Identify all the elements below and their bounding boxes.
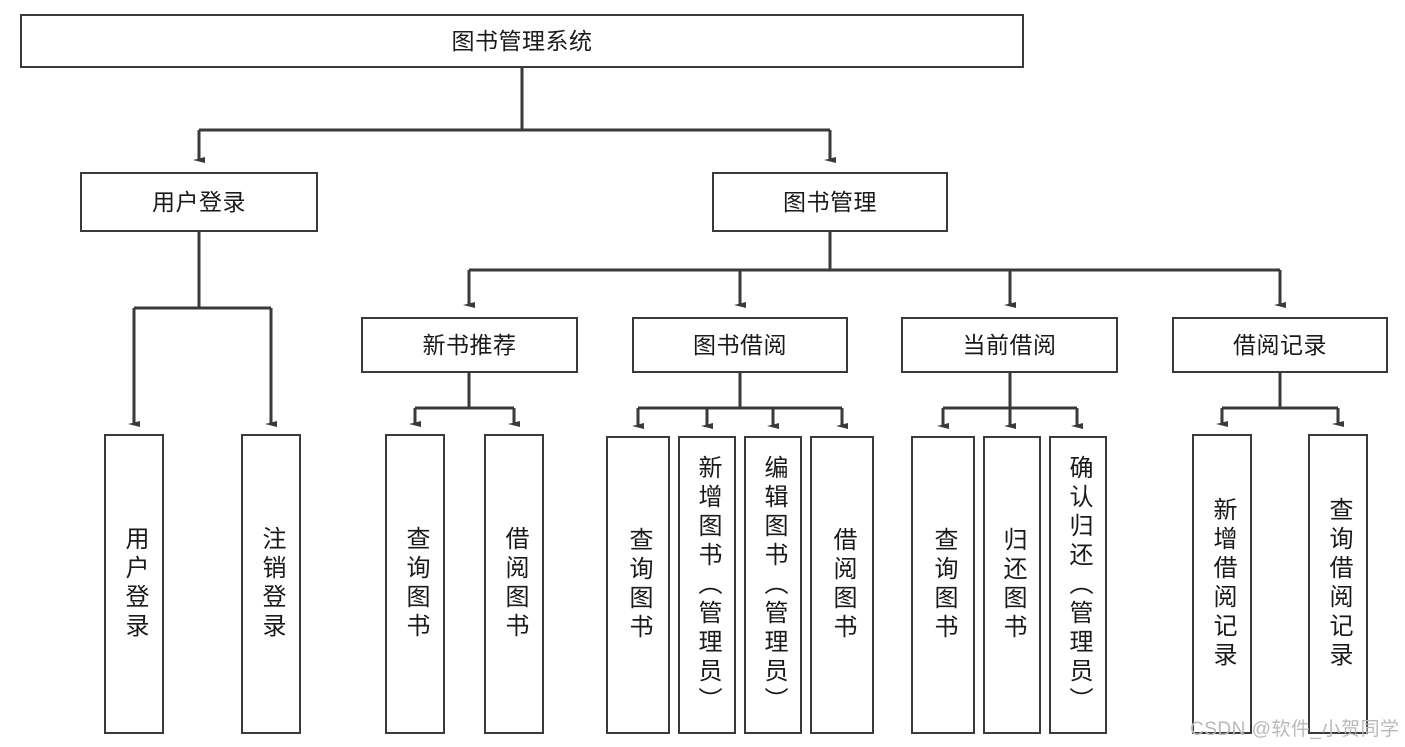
node-label: 用户登录 <box>121 526 148 642</box>
csdn-watermark: CSDN @软件_小贺同学 <box>1190 719 1400 740</box>
node-label: 注销登录 <box>258 526 285 642</box>
node-label: 新书推荐 <box>422 331 517 358</box>
node-book-management[interactable]: 图书管理 <box>712 172 948 232</box>
node-label: 借阅图书 <box>501 526 528 642</box>
node-label: 借阅图书 <box>829 527 856 643</box>
node-label: 借阅记录 <box>1233 331 1327 358</box>
node-leaf-borrow-book-1[interactable]: 借阅图书 <box>484 434 544 734</box>
node-leaf-return-book[interactable]: 归还图书 <box>983 436 1041 734</box>
node-leaf-logout-login[interactable]: 注销登录 <box>241 434 301 734</box>
node-label: 新增借阅记录 <box>1209 497 1236 671</box>
node-label: 新增图书（管理员） <box>694 454 721 716</box>
node-leaf-edit-book[interactable]: 编辑图书（管理员） <box>744 436 802 734</box>
node-leaf-borrow-book-2[interactable]: 借阅图书 <box>810 436 874 734</box>
node-label: 查询图书 <box>930 527 957 643</box>
node-current-borrow[interactable]: 当前借阅 <box>901 317 1118 373</box>
node-leaf-query-book-2[interactable]: 查询图书 <box>606 436 670 734</box>
node-label: 图书管理 <box>783 188 877 215</box>
node-label: 确认归还（管理员） <box>1065 454 1092 716</box>
node-label: 查询图书 <box>625 527 652 643</box>
node-leaf-confirm-return[interactable]: 确认归还（管理员） <box>1049 436 1107 734</box>
node-label: 查询图书 <box>402 526 429 642</box>
node-borrow-record[interactable]: 借阅记录 <box>1172 317 1388 373</box>
node-book-management-system[interactable]: 图书管理系统 <box>20 14 1024 68</box>
node-label: 编辑图书（管理员） <box>760 454 787 716</box>
node-leaf-add-book[interactable]: 新增图书（管理员） <box>678 436 736 734</box>
node-label: 图书借阅 <box>693 331 787 358</box>
node-label: 当前借阅 <box>962 331 1057 358</box>
node-leaf-add-borrow-record[interactable]: 新增借阅记录 <box>1192 434 1252 734</box>
node-label: 图书管理系统 <box>451 27 593 54</box>
node-label: 查询借阅记录 <box>1325 497 1352 671</box>
node-new-book-recommendation[interactable]: 新书推荐 <box>361 317 578 373</box>
node-book-borrow[interactable]: 图书借阅 <box>632 317 848 373</box>
node-leaf-query-book-1[interactable]: 查询图书 <box>385 434 445 734</box>
node-label: 归还图书 <box>999 527 1026 643</box>
node-label: 用户登录 <box>152 188 246 215</box>
node-user-login[interactable]: 用户登录 <box>80 172 318 232</box>
node-leaf-user-login[interactable]: 用户登录 <box>104 434 164 734</box>
node-leaf-query-borrow-record[interactable]: 查询借阅记录 <box>1308 434 1368 734</box>
node-leaf-query-book-3[interactable]: 查询图书 <box>911 436 975 734</box>
